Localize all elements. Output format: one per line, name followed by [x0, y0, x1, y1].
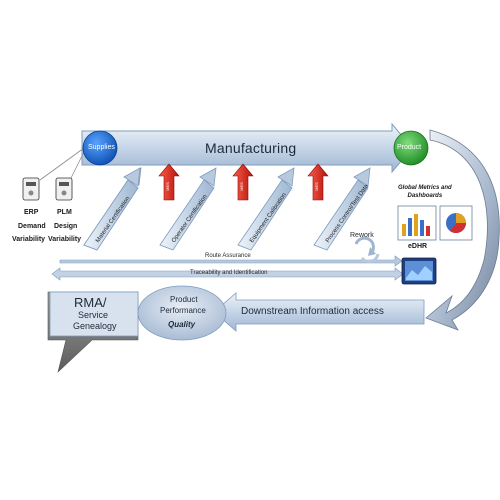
- route-assurance-bar: [59, 255, 403, 267]
- route-assurance-label: Route Assurance: [205, 253, 251, 259]
- red-arrow-label-1: MES: [164, 182, 170, 191]
- rework-label: Rework: [350, 232, 374, 239]
- plm-server-icon: [55, 177, 73, 201]
- product-performance-line-1: Product: [170, 295, 198, 304]
- supplier-label: Supplies: [88, 144, 115, 151]
- manufacturing-title: Manufacturing: [205, 140, 297, 156]
- rma-subtitle-genealogy: Genealogy: [73, 321, 117, 331]
- red-arrow-3: [307, 163, 329, 201]
- plm-caption-variability: Variability: [48, 236, 82, 243]
- curved-return-arrow: [425, 129, 500, 331]
- erp-caption-demand: Demand: [18, 223, 46, 230]
- rework-icon: [354, 236, 380, 263]
- erp-label: ERP: [24, 209, 39, 216]
- downstream-arrow: [213, 292, 425, 332]
- plm-label: PLM: [57, 209, 72, 216]
- red-arrow-label-3: MES: [313, 182, 319, 191]
- red-arrow-2: [232, 163, 254, 201]
- dashboard-pie-icon: [439, 205, 473, 241]
- red-arrow-1: [158, 163, 180, 201]
- global-metrics-line-1: Global Metrics and: [398, 185, 452, 191]
- rma-panel: [47, 291, 139, 373]
- diagonal-arrow-3: [237, 167, 295, 251]
- product-performance-ellipse: [137, 285, 227, 341]
- dashboard-chart-icon: [397, 205, 437, 241]
- diagonal-arrow-2: [159, 167, 217, 251]
- rma-title: RMA/: [74, 295, 107, 310]
- product-circle: [393, 130, 429, 166]
- downstream-label: Downstream Information access: [241, 306, 384, 317]
- traceability-label: Traceability and Identification: [190, 270, 268, 276]
- global-metrics-line-2: Dashboards: [407, 193, 443, 199]
- product-performance-line-2: Performance: [160, 306, 206, 315]
- diagonal-arrow-4: [313, 167, 371, 251]
- edhr-label: eDHR: [408, 243, 428, 250]
- global-metrics-title: Global Metrics and Dashboards: [398, 184, 452, 200]
- laptop-icon: [401, 257, 437, 285]
- rma-subtitle-service: Service: [78, 310, 109, 320]
- plm-caption-design: Design: [54, 223, 78, 230]
- product-label: Product: [397, 144, 422, 151]
- supplier-circle: [82, 130, 118, 166]
- red-arrow-label-2: MES: [238, 182, 244, 191]
- erp-caption-variability: Variability: [12, 236, 46, 243]
- product-performance-quality: Quality: [168, 320, 196, 329]
- erp-server-icon: [22, 177, 40, 201]
